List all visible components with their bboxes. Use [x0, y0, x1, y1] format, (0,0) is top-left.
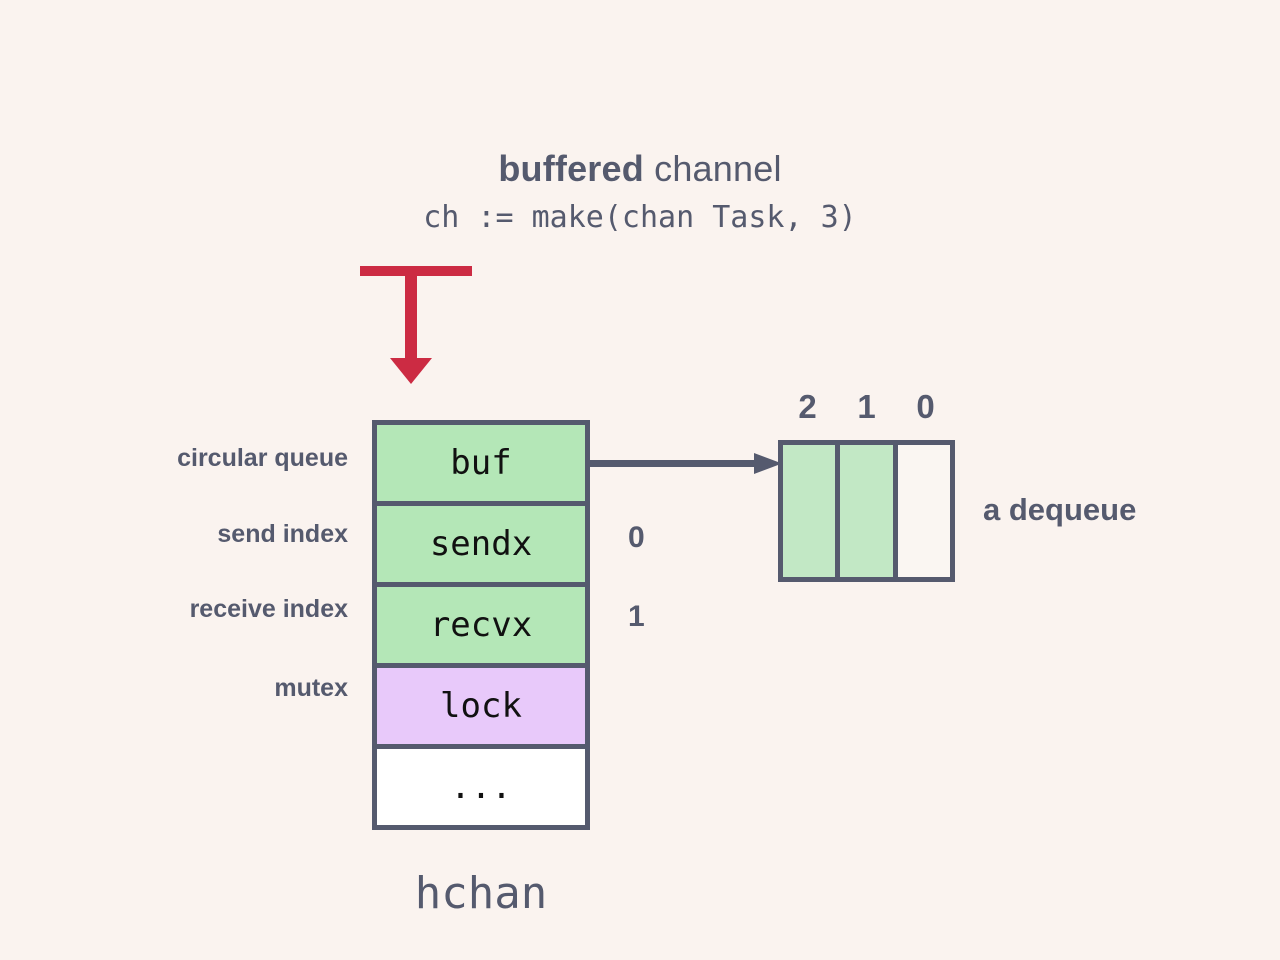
row-label-mutex: mutex [274, 674, 348, 702]
dequeue-index-2: 2 [798, 388, 817, 425]
hchan-caption: hchan [414, 868, 548, 919]
dequeue-cell-2 [783, 445, 841, 577]
red-down-arrow-icon [360, 266, 472, 384]
dequeue-box [778, 440, 955, 582]
hchan-struct-box: buf sendx recvx lock ... [372, 420, 590, 830]
page-title-rest: channel [643, 148, 782, 189]
dequeue-cell-0 [897, 445, 950, 577]
row-label-circular-queue: circular queue [177, 444, 348, 472]
struct-row-sendx: sendx [377, 506, 585, 587]
struct-row-recvx: recvx [377, 587, 585, 668]
struct-row-ellipsis: ... [377, 749, 585, 825]
struct-row-buf: buf [377, 425, 585, 506]
dequeue-cell-1 [840, 445, 898, 577]
dequeue-index-0: 0 [916, 388, 935, 425]
dequeue-label: a dequeue [983, 492, 1137, 527]
row-label-send-index: send index [217, 520, 348, 548]
dequeue-index-row: 2 1 0 [778, 388, 955, 426]
pointer-arrow-icon [586, 453, 782, 474]
page-title: buffered channel [0, 148, 1280, 190]
sendx-value: 0 [628, 521, 645, 554]
recvx-value: 1 [628, 600, 645, 633]
page-title-emphasis: buffered [498, 148, 644, 189]
row-label-receive-index: receive index [189, 595, 348, 623]
dequeue-index-1: 1 [857, 388, 876, 425]
struct-row-lock: lock [377, 668, 585, 749]
code-snippet: ch := make(chan Task, 3) [423, 200, 857, 235]
